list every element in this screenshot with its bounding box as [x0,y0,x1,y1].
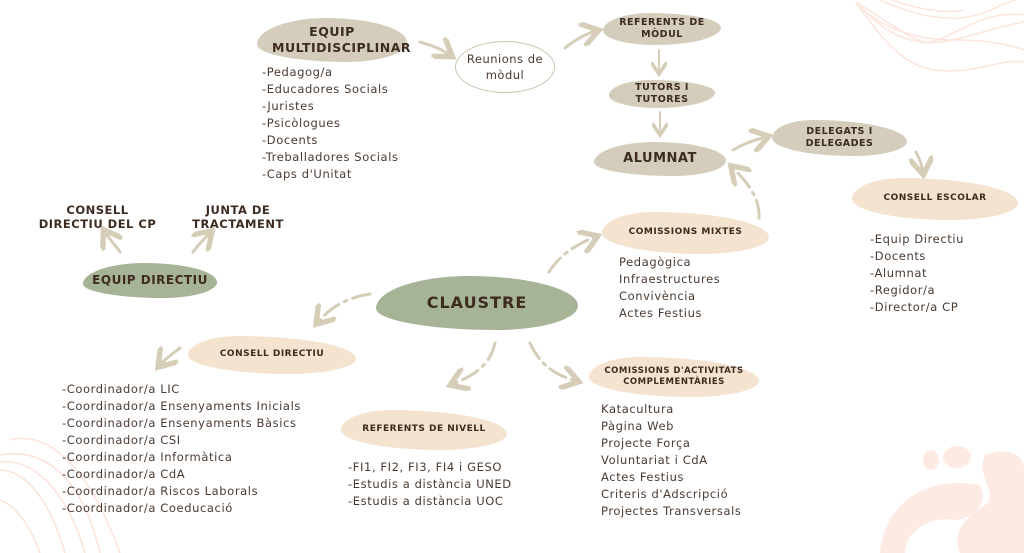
list-item: -Coordinador/a Coeducació [62,501,233,515]
list-item: Pedagògica [619,255,692,269]
list-item: -Coordinador/a Ensenyaments Inicials [62,399,301,413]
node-label: REFERENTS DE MÒDUL [619,17,705,40]
arrow-comissions-to-alumnat [733,168,761,220]
node-label: CONSELL DIRECTIU DEL CP [38,202,157,231]
node-label: ALUMNAT [623,150,697,166]
node-equip-multidisciplinar: EQUIP MULTIDISCIPLINAR [257,18,412,62]
arrow-consell-directiu-to-list [160,348,182,365]
node-consell-directiu: CONSELL DIRECTIU [188,336,356,374]
list-item: -Psicòlogues [262,116,341,130]
list-item: -Alumnat [870,266,928,280]
list-referents-nivell: -FI1, FI2, FI3, FI4 i GESO -Estudis a di… [348,459,512,510]
list-item: Actes Festius [601,470,685,484]
node-label: TUTORS I TUTORES [635,82,689,105]
node-label: CLAUSTRE [426,293,528,312]
list-item: -Estudis a distància UOC [348,494,504,508]
node-claustre: CLAUSTRE [376,276,578,330]
list-item: Projecte Força [601,436,691,450]
node-delegats: DELEGATS I DELEGADES [772,120,907,156]
list-item: -Equip Directiu [870,232,965,246]
list-item: -Coordinador/a CdA [62,467,186,481]
list-item: Convivència [619,289,696,303]
node-consell-escolar: CONSELL ESCOLAR [852,178,1018,220]
list-item: -Treballadores Socials [262,150,399,164]
arrow-claustre-to-referents-nivell [453,341,497,384]
wave-lines-top-right [855,0,1024,72]
node-label: JUNTA DE TRACTAMENT [192,202,284,231]
node-label: DELEGATS I DELEGADES [805,126,874,149]
list-item: Voluntariat i CdA [601,453,708,467]
arrow-claustre-to-comissions [547,237,595,274]
list-consell-directiu: -Coordinador/a LIC -Coordinador/a Enseny… [62,381,301,517]
list-item: -Regidor/a [870,283,936,297]
list-item: -Juristes [262,99,315,113]
list-item: -Coordinador/a Informàtica [62,450,233,464]
arrow-delegats-to-consell-escolar [916,150,923,172]
list-item: Pàgina Web [601,419,675,433]
list-item: -Estudis a distància UNED [348,477,512,491]
node-label: COMISSIONS D'ACTIVITATS COMPLEMENTÀRIES [604,366,744,387]
list-item: Criteris d'Adscripció [601,487,729,501]
list-item: -Director/a CP [870,300,959,314]
node-label: EQUIP MULTIDISCIPLINAR [272,24,412,55]
node-label: CONSELL ESCOLAR [883,193,987,204]
list-comissions-activitats: Katacultura Pàgina Web Projecte Força Vo… [601,401,742,520]
list-item: -Educadores Socials [262,82,389,96]
node-junta-tractament: JUNTA DE TRACTAMENT [188,199,288,235]
list-item: -Coordinador/a CSI [62,433,181,447]
node-label: CONSELL DIRECTIU [219,349,325,360]
blob-shapes-bottom-right [880,446,1024,553]
node-referents-nivell: REFERENTS DE NIVELL [341,410,507,450]
list-item: -Docents [870,249,927,263]
arrow-equip-to-junta [193,233,210,254]
list-equip-multidisciplinar: -Pedagog/a -Educadores Socials -Juristes… [262,64,399,183]
list-item: -Pedagog/a [262,65,333,79]
arrow-equip-to-reunions [418,42,450,55]
node-equip-directiu: EQUIP DIRECTIU [83,263,217,298]
arrow-reunions-to-referents [563,31,596,50]
node-tutors: TUTORS I TUTORES [609,80,715,108]
list-item: Infraestructures [619,272,721,286]
list-consell-escolar: -Equip Directiu -Docents -Alumnat -Regid… [870,231,964,316]
list-item: -Coordinador/a Ensenyaments Bàsics [62,416,297,430]
node-label: Reunions de mòdul [466,52,544,82]
node-comissions-activitats: COMISSIONS D'ACTIVITATS COMPLEMENTÀRIES [589,357,759,397]
node-alumnat: ALUMNAT [594,142,726,176]
node-consell-directiu-cp: CONSELL DIRECTIU DEL CP [35,199,160,235]
list-item: Actes Festius [619,306,703,320]
node-reunions-modul: Reunions de mòdul [455,41,555,93]
list-item: -Coordinador/a LIC [62,382,180,396]
arrow-equip-to-consell-cp [105,232,120,254]
list-comissions-mixtes: Pedagògica Infraestructures Convivència … [619,254,720,322]
list-item: Projectes Transversals [601,504,742,518]
list-item: -Coordinador/a Riscos Laborals [62,484,259,498]
arrow-claustre-to-consell-directiu [318,292,372,322]
list-item: -Caps d'Unitat [262,167,353,181]
node-label: EQUIP DIRECTIU [92,273,208,287]
list-item: Katacultura [601,402,674,416]
node-referents-modul: REFERENTS DE MÒDUL [603,13,721,45]
arrow-claustre-to-comissions-activitats [528,341,576,381]
node-label: COMISSIONS MIXTES [628,227,743,238]
list-item: -Docents [262,133,319,147]
list-item: -FI1, FI2, FI3, FI4 i GESO [348,460,503,474]
arrow-alumnat-to-delegats [731,137,766,150]
node-label: REFERENTS DE NIVELL [362,424,486,435]
node-comissions-mixtes: COMISSIONS MIXTES [602,212,769,254]
